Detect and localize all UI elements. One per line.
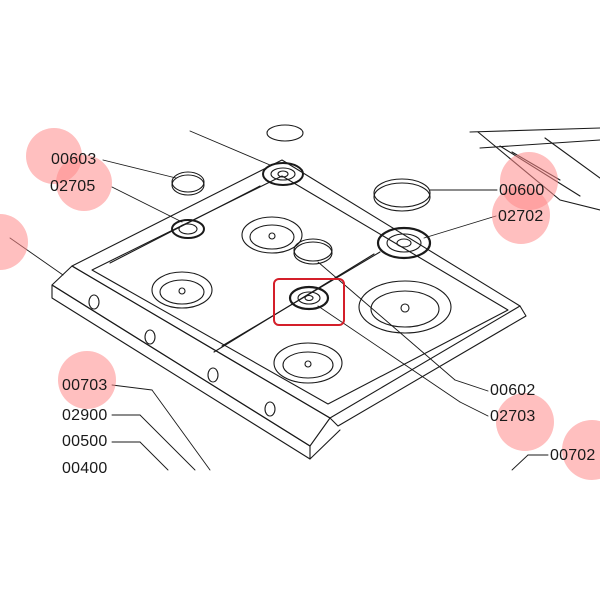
burner-icon <box>171 219 205 239</box>
part-label-02702[interactable]: 02702 <box>498 208 544 225</box>
part-label-00602[interactable]: 00602 <box>490 382 536 399</box>
selected-part-highlight <box>273 278 345 326</box>
burner-cap-icon <box>171 171 205 196</box>
leader-top <box>189 130 271 166</box>
knob-hole-1 <box>88 294 100 310</box>
burner-cap-icon <box>266 124 304 142</box>
leader-00602 <box>454 379 489 392</box>
part-label-02703[interactable]: 02703 <box>490 408 536 425</box>
bowl-front <box>273 342 343 384</box>
marker-02702 <box>492 186 550 244</box>
burner-icon <box>288 285 330 311</box>
knob-hole-3 <box>207 367 219 383</box>
leader-02705 <box>111 186 183 223</box>
burner-icon <box>262 162 304 186</box>
marker-02703 <box>496 393 554 451</box>
part-label-00400[interactable]: 00400 <box>62 460 108 477</box>
right-flange <box>329 305 527 427</box>
leader-00603 <box>102 159 177 179</box>
part-label-00600[interactable]: 00600 <box>499 182 545 199</box>
part-label-00500[interactable]: 00500 <box>62 433 108 450</box>
burner-icon <box>376 226 432 260</box>
knob-hole-4 <box>264 401 276 417</box>
marker-02705 <box>56 155 112 211</box>
leader-02702 <box>423 215 497 239</box>
part-label-02705[interactable]: 02705 <box>50 178 96 195</box>
leader-00703 <box>111 384 153 391</box>
burner-cap-icon <box>373 178 431 212</box>
leader-02703 <box>459 401 489 417</box>
grate-partial <box>469 127 600 211</box>
part-label-00703[interactable]: 00703 <box>62 377 108 394</box>
part-label-02900[interactable]: 02900 <box>62 407 108 424</box>
marker-00703 <box>58 351 116 409</box>
bowl-left <box>151 271 213 309</box>
bowl-back-left <box>241 216 303 254</box>
bowl-right-large <box>358 280 452 334</box>
part-label-00603[interactable]: 00603 <box>51 151 97 168</box>
knob-hole-2 <box>144 329 156 345</box>
burner-cap-icon <box>293 238 333 265</box>
part-label-00702[interactable]: 00702 <box>550 447 596 464</box>
